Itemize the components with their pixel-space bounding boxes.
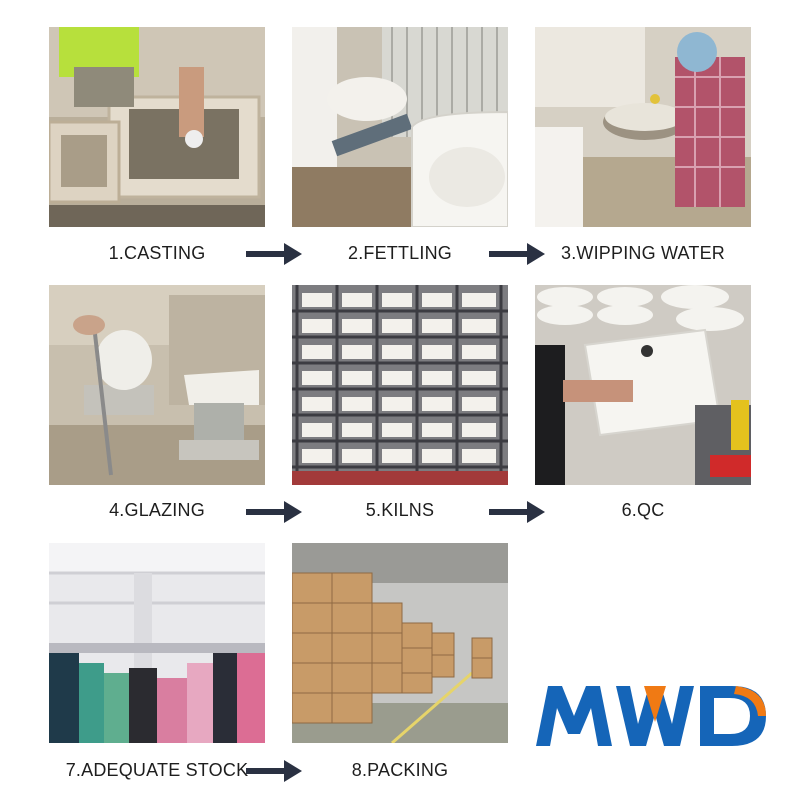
- step-label: 8.PACKING: [351, 760, 449, 780]
- step-label: 2.FETTLING: [347, 243, 452, 263]
- step-label: 4.GLAZING: [109, 500, 205, 520]
- step-label: 7.ADEQUATE STOCK: [65, 760, 249, 780]
- mwd-logo: [536, 686, 766, 746]
- packing-photo: [292, 543, 508, 743]
- qc-photo: [535, 285, 751, 485]
- right-arrow-icon: [246, 501, 302, 523]
- fettling-photo: [292, 27, 508, 227]
- step-label: 1.CASTING: [108, 243, 206, 263]
- step-label: 5.KILNS: [365, 500, 435, 520]
- stock-photo: [49, 543, 265, 743]
- step-label: 3.WIPPING WATER: [560, 243, 725, 263]
- casting-photo: [49, 27, 265, 227]
- right-arrow-icon: [489, 501, 545, 523]
- step-label: 6.QC: [621, 500, 665, 520]
- right-arrow-icon: [246, 760, 302, 782]
- right-arrow-icon: [246, 243, 302, 265]
- glazing-photo: [49, 285, 265, 485]
- wiping-water-photo: [535, 27, 751, 227]
- right-arrow-icon: [489, 243, 545, 265]
- kilns-photo: [292, 285, 508, 485]
